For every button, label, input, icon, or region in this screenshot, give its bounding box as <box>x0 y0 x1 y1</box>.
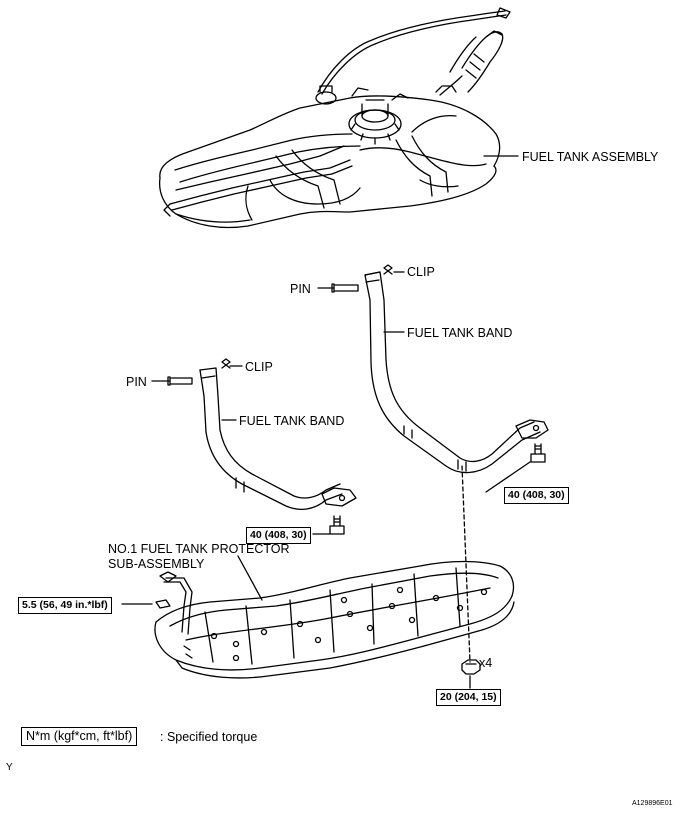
label-fuel-tank-band-left: FUEL TANK BAND <box>239 414 345 428</box>
fuel-tank-assembly-drawing <box>158 7 511 229</box>
alignment-dashed-line <box>461 465 471 663</box>
fuel-tank-band-left-drawing <box>199 367 357 535</box>
legend-unit-box: N*m (kgf*cm, ft*lbf) <box>21 727 138 746</box>
label-fuel-tank-assembly: FUEL TANK ASSEMBLY <box>522 150 659 164</box>
pin-clip-left-drawing <box>151 358 243 421</box>
label-pin-right: PIN <box>290 282 311 296</box>
label-clip-right: CLIP <box>407 265 435 279</box>
pin-clip-right-drawing <box>317 264 405 333</box>
label-pin-left: PIN <box>126 375 147 389</box>
torque-box-band-left: 40 (408, 30) <box>246 527 311 544</box>
legend-description: : Specified torque <box>160 730 258 744</box>
nut-icon <box>461 659 481 675</box>
corner-mark: Y <box>6 762 13 773</box>
leader-torque-band-right <box>485 461 531 493</box>
label-fuel-tank-band-right: FUEL TANK BAND <box>407 326 513 340</box>
fuel-tank-protector-drawing <box>154 560 515 679</box>
leader-protector <box>237 555 263 601</box>
torque-box-protector-bracket: 5.5 (56, 49 in.*lbf) <box>18 597 112 614</box>
torque-box-protector-nut: 20 (204, 15) <box>436 689 501 706</box>
label-clip-left: CLIP <box>245 360 273 374</box>
figure-id: A129896E01 <box>632 800 673 807</box>
label-protector-line1: NO.1 FUEL TANK PROTECTOR <box>108 542 290 556</box>
torque-box-band-right: 40 (408, 30) <box>504 487 569 504</box>
label-quantity: x4 <box>479 656 493 670</box>
label-protector-line2: SUB-ASSEMBLY <box>108 557 205 571</box>
fuel-tank-band-right-drawing <box>364 271 549 474</box>
